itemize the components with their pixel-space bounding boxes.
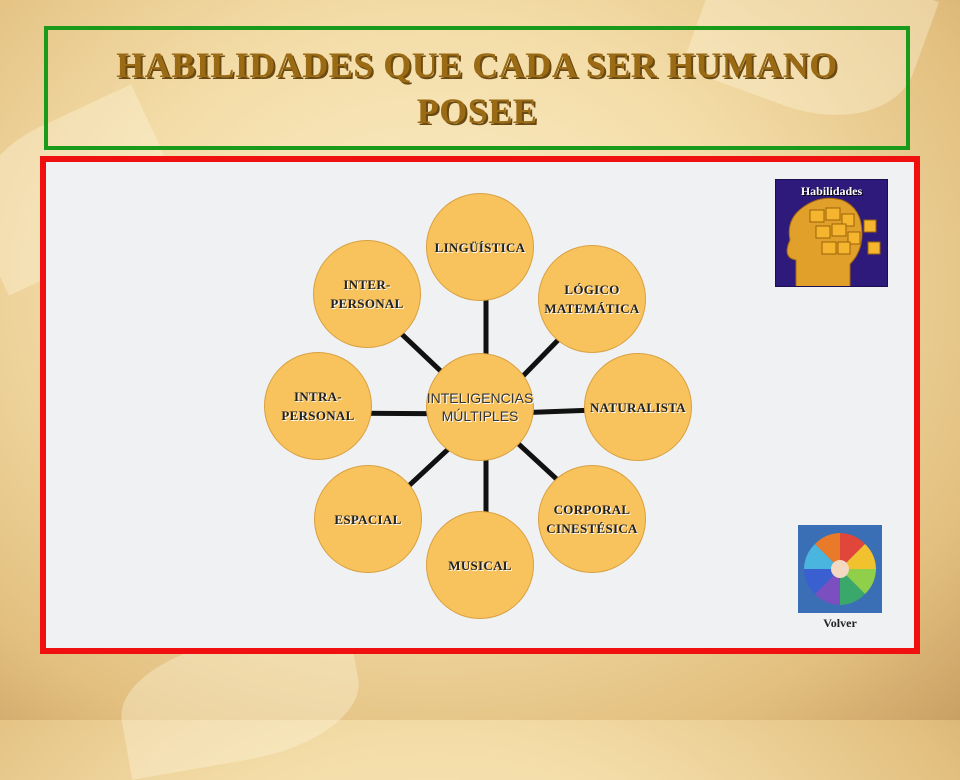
head-puzzle-icon (786, 197, 881, 286)
node-espacial: ESPACIAL (314, 465, 422, 573)
volver-link[interactable]: Volver (823, 616, 857, 630)
node-naturalista: NATURALISTA (584, 353, 692, 461)
node-logico-matematica: LÓGICO MATEMÁTICA (538, 245, 646, 353)
node-linguistica: LINGÜÍSTICA (426, 193, 534, 301)
node-interpersonal: INTER- PERSONAL (313, 240, 421, 348)
habilidades-label: Habilidades (800, 184, 863, 198)
center-node-inteligencias-multiples: INTELIGENCIAS MÚLTIPLES (426, 353, 534, 461)
intelligence-wheel-icon (804, 533, 876, 605)
node-musical: MUSICAL (426, 511, 534, 619)
node-intrapersonal: INTRA- PERSONAL (264, 352, 372, 460)
slide-title: HABILIDADES QUE CADA SER HUMANO POSEE (116, 45, 838, 131)
inteligencias-wheel-thumbnail[interactable] (798, 525, 882, 613)
title-frame: HABILIDADES QUE CADA SER HUMANO POSEE (44, 26, 910, 150)
habilidades-thumbnail[interactable]: Habilidades (775, 179, 888, 287)
node-corporal-cinestesica: CORPORAL CINESTÉSICA (538, 465, 646, 573)
